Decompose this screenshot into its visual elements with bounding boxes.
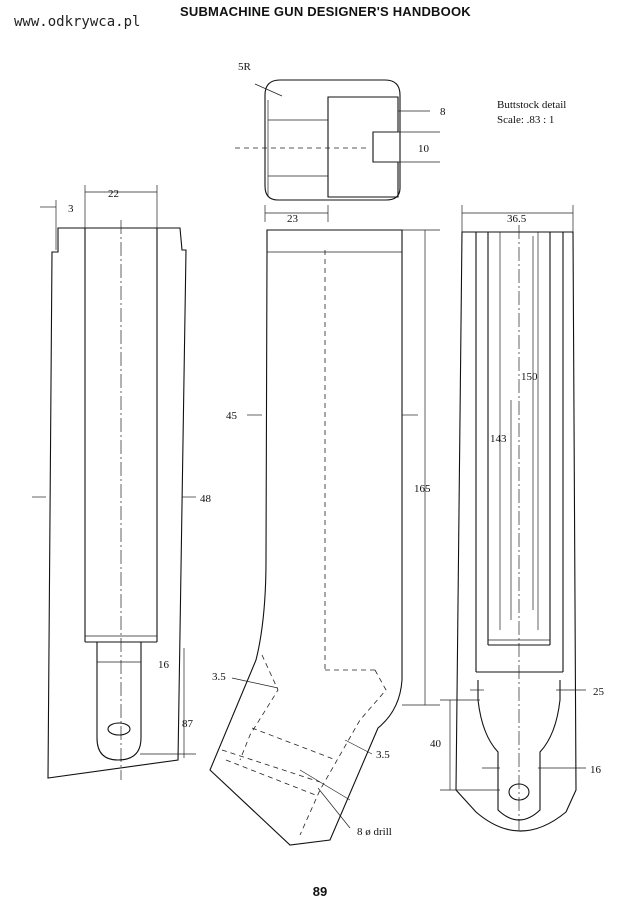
dim-150: 150 <box>521 371 538 383</box>
dim-87: 87 <box>182 718 194 730</box>
detail-scale: Scale: .83 : 1 <box>497 114 554 126</box>
dim-36-5: 36.5 <box>507 213 527 225</box>
dim-10: 10 <box>418 143 430 155</box>
dim-3: 3 <box>68 203 74 215</box>
dim-143: 143 <box>490 433 507 445</box>
dim-40: 40 <box>430 738 442 750</box>
right-view <box>440 205 586 832</box>
dim-16-right: 16 <box>590 764 602 776</box>
dim-8: 8 <box>440 106 446 118</box>
dim-5r: 5R <box>238 61 252 73</box>
drill-note: 8 ø drill <box>357 826 392 838</box>
dim-16-left: 16 <box>158 659 170 671</box>
left-view <box>32 185 196 780</box>
dim-23: 23 <box>287 213 299 225</box>
dim-25: 25 <box>593 686 605 698</box>
page-header: SUBMACHINE GUN DESIGNER'S HANDBOOK <box>180 4 471 19</box>
dim-45: 45 <box>226 410 238 422</box>
dim-165: 165 <box>414 483 431 495</box>
dim-3-5-b: 3.5 <box>376 749 390 761</box>
detail-title: Buttstock detail <box>497 99 566 111</box>
watermark-text: www.odkrywca.pl <box>14 14 141 30</box>
end-cap-detail <box>235 79 440 222</box>
middle-view <box>209 229 440 846</box>
dim-22: 22 <box>108 188 119 200</box>
dim-48: 48 <box>200 493 212 505</box>
page-number: 89 <box>312 884 328 899</box>
dim-3-5-a: 3.5 <box>212 671 226 683</box>
